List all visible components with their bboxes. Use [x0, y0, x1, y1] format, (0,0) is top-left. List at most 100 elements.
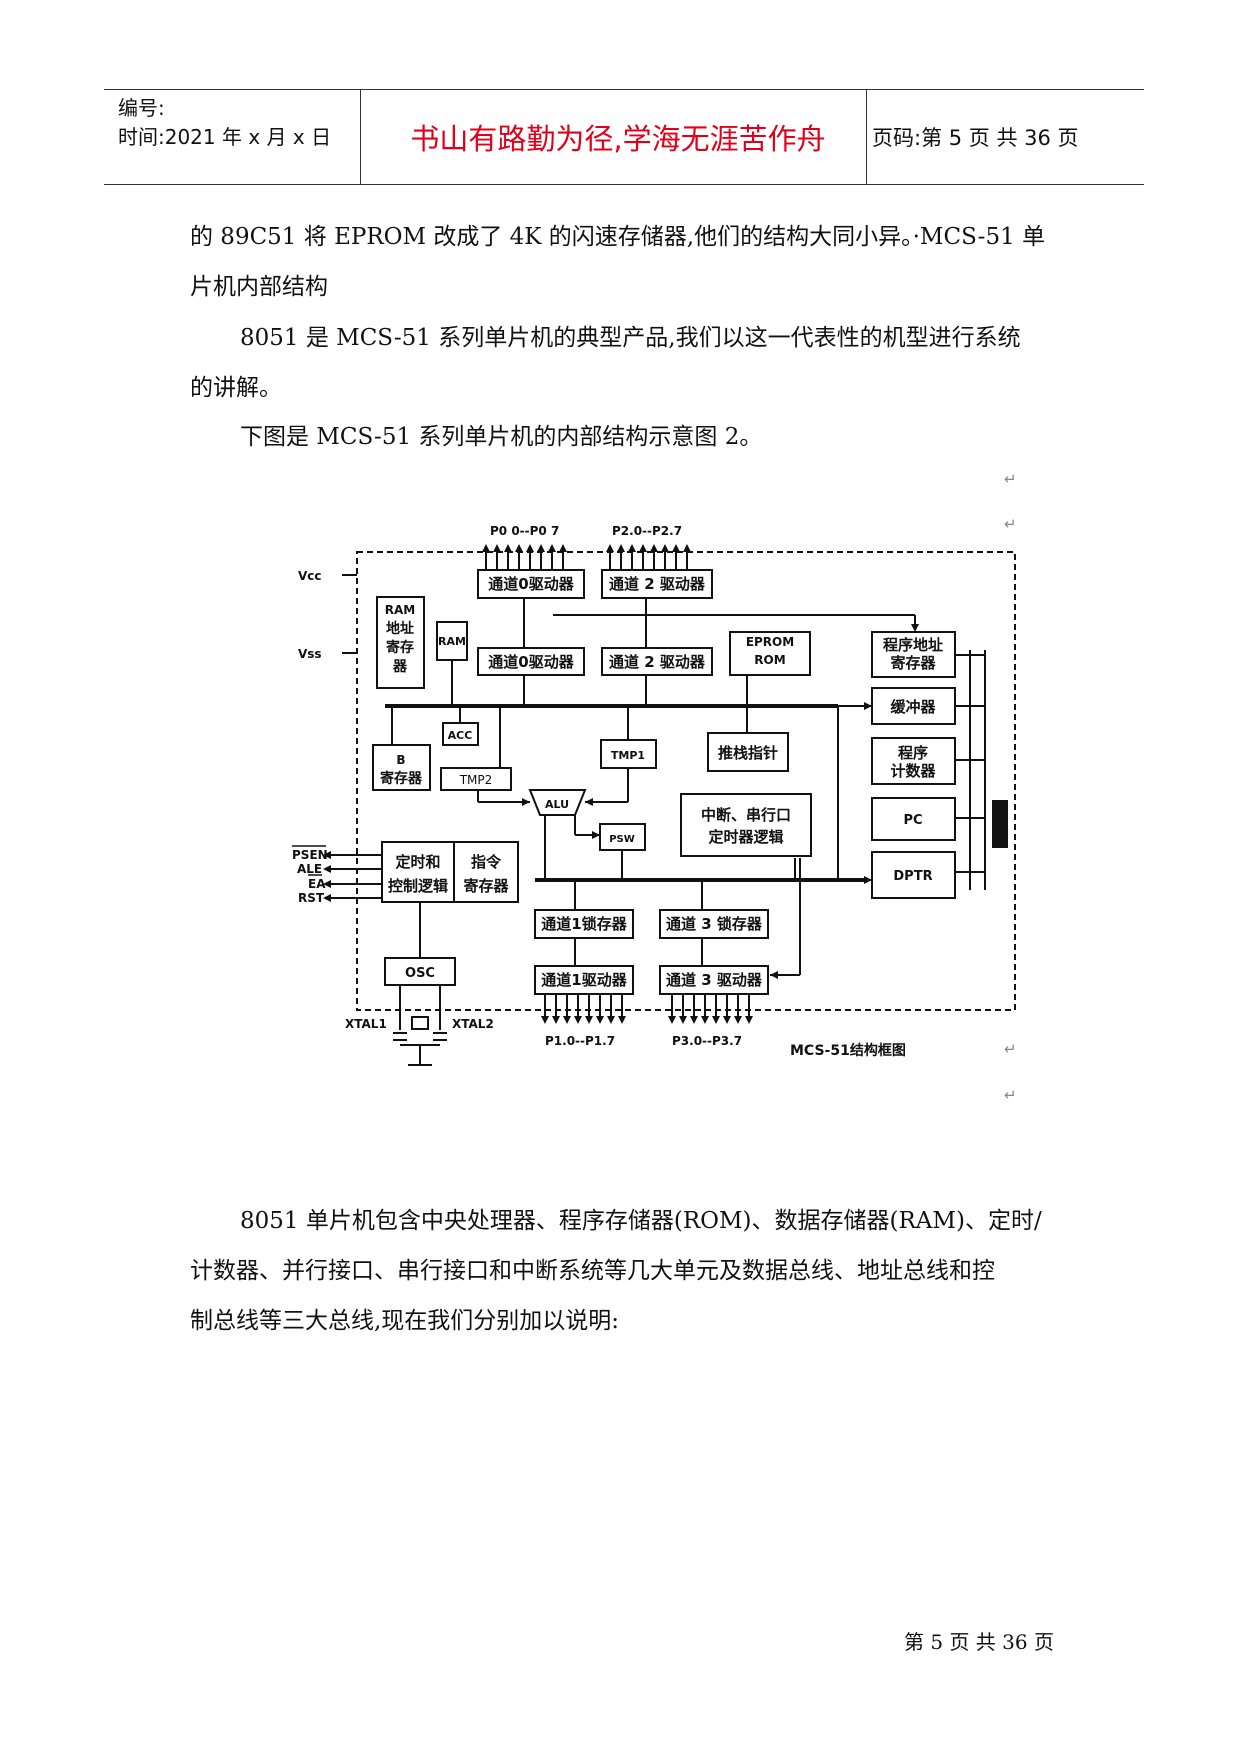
b-register-label: B [396, 753, 405, 767]
rom-label: ROM [754, 653, 785, 667]
timing-control-block [381, 841, 455, 903]
vss-pin-label: Vss [298, 647, 322, 661]
document-time-label: 时间:2021 年 x 月 x 日 [118, 125, 332, 149]
timing-control-label: 定时和 [395, 853, 440, 871]
p3-pin-arrows [671, 994, 750, 1020]
side-marker [992, 800, 1008, 848]
ch0-driver-top-label: 通道0驱动器 [488, 575, 574, 593]
header-divider [360, 90, 361, 184]
buffer-block [871, 687, 956, 725]
osc-label: OSC [405, 966, 435, 981]
stack-pointer-block [707, 732, 789, 772]
ch3-latch-label: 通道 3 锁存器 [666, 915, 763, 933]
pc-inc-label: 程序 [898, 744, 928, 762]
prog-addr-label: 寄存器 [890, 654, 936, 672]
p1-pin-arrows [544, 994, 623, 1020]
paragraph-line: 的讲解。 [190, 375, 282, 401]
p0-pin-arrows [485, 548, 564, 570]
ch2-driver-top-label: 通道 2 驱动器 [609, 575, 706, 593]
instruction-register-label: 指令 [471, 853, 502, 871]
ch0-latch-block [477, 647, 585, 676]
ch3-latch-block [659, 909, 769, 939]
arrow-heads [323, 544, 919, 1024]
tmp2-label: TMP2 [459, 773, 493, 787]
header-motto: 书山有路勤为径,学海无涯苦作舟 [410, 122, 826, 156]
ch1-driver-label: 通道1驱动器 [541, 971, 627, 989]
alu-block [528, 789, 587, 816]
paragraph-line: 的 89C51 将 EPROM 改成了 4K 的闪速存储器,他们的结构大同小异。… [190, 224, 1046, 250]
return-mark: ↵ [1004, 1040, 1017, 1058]
instruction-register-label: 寄存器 [463, 877, 509, 895]
psw-block [599, 823, 646, 851]
p1-pin-label: P1.0--P1.7 [545, 1034, 615, 1048]
return-mark: ↵ [1004, 1086, 1017, 1104]
prog-addr-label: 程序地址 [883, 636, 943, 654]
paragraph-1: 的 89C51 将 EPROM 改成了 4K 的闪速存储器,他们的结构大同小异。… [190, 212, 1062, 312]
eprom-label: EPROM [746, 635, 794, 649]
page-footer: 第 5 页 共 36 页 [904, 1630, 1054, 1654]
pc-block [871, 797, 956, 841]
acc-block [442, 722, 479, 746]
ch2-latch-label: 通道 2 驱动器 [609, 653, 706, 671]
p2-pin-label: P2.0--P2.7 [612, 524, 682, 538]
ch3-driver-label: 通道 3 驱动器 [666, 971, 763, 989]
ch2-driver-top-block [601, 569, 713, 599]
p3-pin-label: P3.0--P3.7 [672, 1034, 742, 1048]
pc-inc-label: 计数器 [890, 762, 936, 780]
paragraph-4: 8051 单片机包含中央处理器、程序存储器(ROM)、数据存储器(RAM)、定时… [190, 1196, 1062, 1346]
vcc-pin-label: Vcc [298, 569, 322, 583]
header-meta: 编号: 时间:2021 年 x 月 x 日 [118, 94, 331, 152]
ea-pin-label: EA [308, 877, 326, 891]
page-header: 编号: 时间:2021 年 x 月 x 日 书山有路勤为径,学海无涯苦作舟 页码… [104, 89, 1144, 185]
timing-control-label: 控制逻辑 [388, 877, 448, 895]
paragraph-line: 计数器、并行接口、串行接口和中断系统等几大单元及数据总线、地址总线和控 [190, 1258, 995, 1284]
chip-boundary [356, 551, 1016, 1011]
pc-label: PC [903, 813, 922, 828]
eprom-block [729, 631, 811, 676]
return-mark: ↵ [1004, 470, 1017, 488]
buffer-label: 缓冲器 [890, 698, 936, 716]
paragraph-2: 8051 是 MCS-51 系列单片机的典型产品,我们以这一代表性的机型进行系统… [190, 313, 1062, 413]
ch0-driver-top-block [477, 569, 585, 599]
ale-pin-label: ALE [297, 862, 322, 876]
crystal-symbol [411, 1016, 429, 1030]
paragraph-3: 下图是 MCS-51 系列单片机的内部结构示意图 2。 [240, 424, 763, 450]
dptr-block [871, 851, 956, 899]
diagram-caption: MCS-51结构框图 [790, 1042, 906, 1059]
header-page-info: 页码:第 5 页 共 36 页 [872, 126, 1079, 150]
ram-addr-label: 地址 [386, 620, 414, 637]
ram-addr-block [376, 596, 425, 689]
return-mark: ↵ [1004, 515, 1017, 533]
b-register-block [372, 744, 431, 791]
ram-label: RAM [438, 635, 466, 648]
psen-pin-label: PSEN [292, 848, 328, 862]
tmp1-label: TMP1 [611, 749, 645, 762]
psw-label: PSW [609, 834, 635, 845]
ch0-latch-label: 通道0驱动器 [488, 653, 574, 671]
interrupt-block [680, 793, 812, 857]
osc-block [384, 957, 456, 986]
document-number-label: 编号: [118, 96, 165, 120]
dptr-label: DPTR [893, 869, 932, 884]
paragraph-line: 制总线等三大总线,现在我们分别加以说明: [190, 1308, 620, 1334]
b-register-label: 寄存器 [380, 770, 423, 787]
ram-block [436, 621, 468, 661]
p2-pin-arrows [609, 548, 688, 570]
xtal1-pin-label: XTAL1 [345, 1017, 387, 1031]
paragraph-line: 片机内部结构 [190, 274, 328, 300]
rst-pin-label: RST [298, 891, 325, 905]
stack-pointer-label: 推栈指针 [718, 744, 778, 762]
prog-addr-block [871, 631, 956, 678]
ch3-driver-block [659, 965, 769, 995]
ram-addr-label: 器 [392, 659, 408, 675]
ch1-latch-block [534, 909, 634, 939]
ch1-driver-block [534, 965, 634, 995]
p0-pin-label: P0 0--P0 7 [490, 524, 559, 538]
paragraph-line: 8051 单片机包含中央处理器、程序存储器(ROM)、数据存储器(RAM)、定时… [240, 1208, 1042, 1234]
alu-label: ALU [545, 798, 569, 811]
interrupt-label: 中断、串行口 [701, 806, 791, 824]
instruction-register-block [453, 841, 519, 903]
header-divider [866, 90, 867, 184]
pc-inc-block [871, 737, 956, 785]
paragraph-line: 8051 是 MCS-51 系列单片机的典型产品,我们以这一代表性的机型进行系统 [240, 325, 1021, 351]
